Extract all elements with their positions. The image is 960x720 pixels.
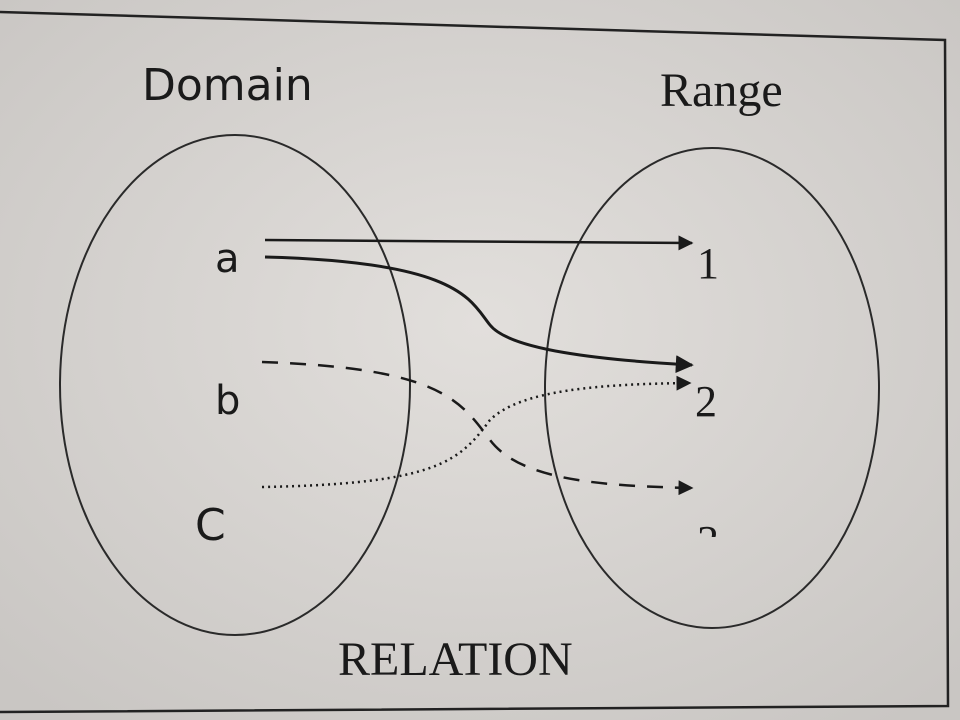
caption-relation: RELATION [338, 633, 573, 686]
range-element-1: 1 [697, 239, 719, 288]
domain-element-a: a [215, 236, 240, 282]
range-label: Range [660, 64, 783, 117]
domain-ellipse [59, 134, 411, 636]
arrow-c-to-2 [261, 375, 692, 489]
domain-element-b: b [215, 378, 240, 424]
arrow-a-to-2 [264, 255, 694, 374]
range-element-3: 3 [697, 517, 719, 566]
range-ellipse [544, 147, 880, 629]
arrow-a-to-1 [264, 235, 694, 251]
arrow-b-to-3 [261, 360, 694, 496]
frame-border [0, 10, 950, 714]
domain-element-c: C [195, 500, 226, 551]
domain-label: Domain [142, 60, 313, 111]
range-element-2: 2 [695, 377, 717, 426]
